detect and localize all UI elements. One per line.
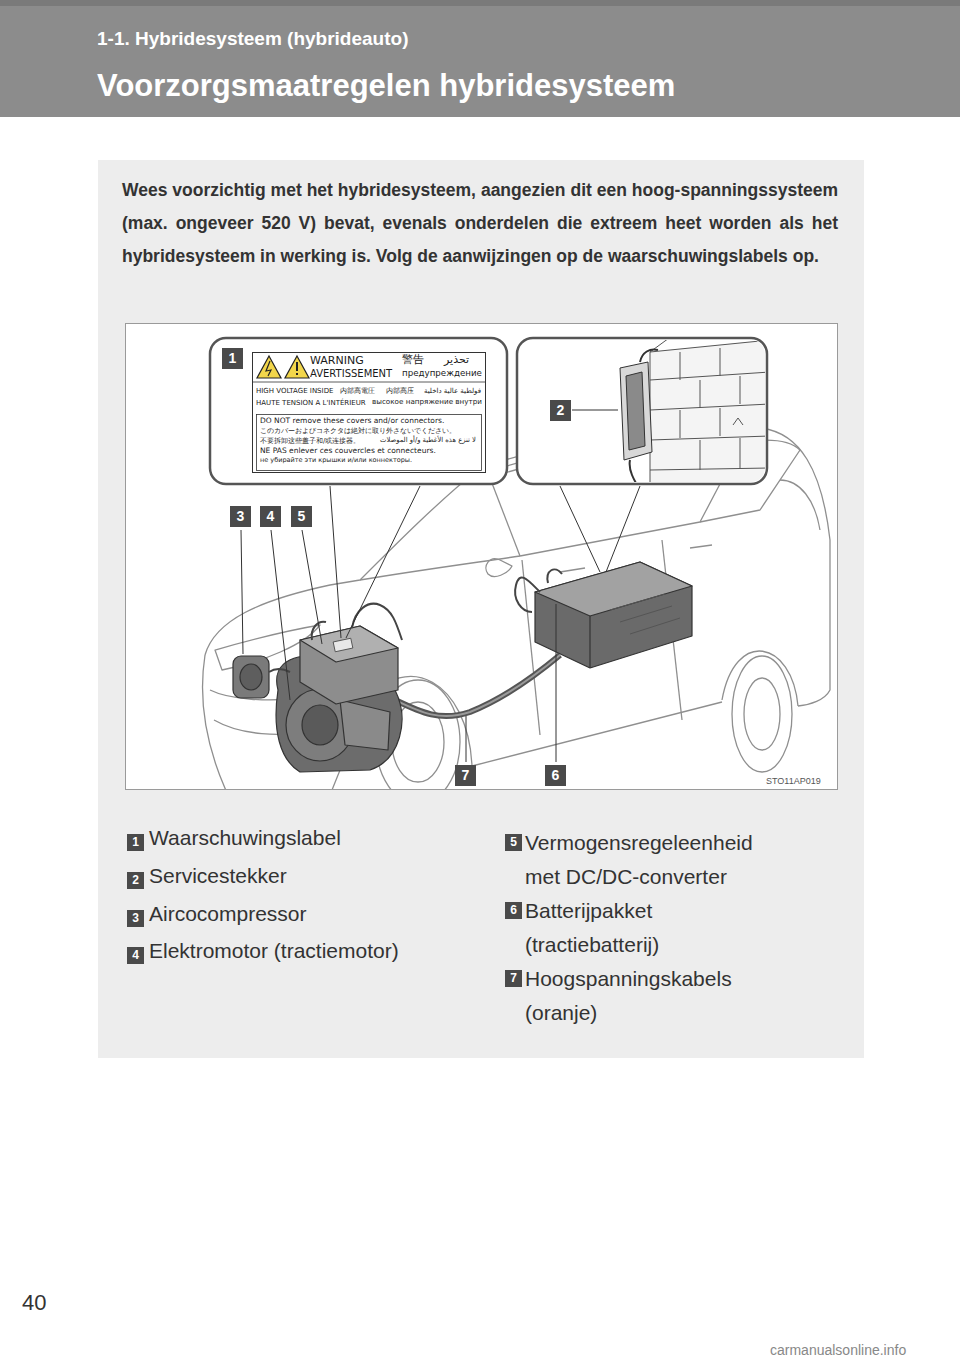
sticker-text: не убирайте эти крышки и/или коннекторы. xyxy=(260,457,412,464)
callout-number: 6 xyxy=(545,765,566,786)
callout-number: 5 xyxy=(291,506,312,527)
sticker-text: 内部高压 xyxy=(386,387,414,395)
sticker-text: فولطية عالية داخلية xyxy=(424,387,481,395)
callout-number: 3 xyxy=(230,506,251,527)
callout-number: 6 xyxy=(505,902,522,919)
part-name: Elektromotor (tractiemotor) xyxy=(149,939,399,963)
sticker-text: このカバーおよびコネクタは絶対に取り外さないでください。 xyxy=(260,427,456,435)
callout-number: 5 xyxy=(505,834,522,851)
sticker-text: 警告 xyxy=(402,354,424,367)
sticker-text: NE PAS enlever ces couvercles et connect… xyxy=(260,447,436,456)
page-number: 40 xyxy=(22,1290,46,1315)
warning-sticker: WARNING 警告 تحذير AVERTISSEMENT предупреждени… xyxy=(252,352,486,473)
part-name: Vermogensregeleenheid met DC/DC-converte… xyxy=(525,826,787,894)
sticker-text: HAUTE TENSION A L'INTÉRIEUR xyxy=(256,399,366,407)
callout-number: 4 xyxy=(127,947,144,964)
part-name: Servicestekker xyxy=(149,864,287,888)
part-name: Batterijpakket (tractiebatterij) xyxy=(525,894,787,962)
callout-number: 1 xyxy=(127,834,144,851)
sticker-text: предупреждение xyxy=(402,368,482,378)
part-name: Hoogspanningskabels (oranje) xyxy=(525,962,787,1030)
sticker-text: 内部高電圧 xyxy=(340,387,375,395)
section-title: 1-1. Hybridesysteem (hybrideauto) xyxy=(97,28,408,50)
intro-text: Wees voorzichtig met het hybridesysteem,… xyxy=(122,174,838,273)
sticker-text: تحذير xyxy=(444,354,469,367)
sticker-text: لا تنزع هذه الأغطية و/أو الموصلات xyxy=(380,437,476,445)
figure-code: STO11AP019 xyxy=(766,776,821,786)
callout-number: 2 xyxy=(127,872,144,889)
sticker-text: HIGH VOLTAGE INSIDE xyxy=(256,387,333,395)
callout-number: 2 xyxy=(550,400,571,421)
callout-number: 4 xyxy=(260,506,281,527)
header-band: 1-1. Hybridesysteem (hybrideauto) Voorzor… xyxy=(0,0,960,117)
watermark: carmanualsonline.info xyxy=(770,1342,906,1358)
sticker-text: 不要拆卸这些盖子和/或连接器。 xyxy=(260,437,360,445)
part-name: Waarschuwingslabel xyxy=(149,826,341,850)
callout-number: 3 xyxy=(127,910,144,927)
callout-number: 1 xyxy=(222,348,243,369)
sticker-text: DO NOT remove these covers and/or connec… xyxy=(260,417,444,426)
callout-number: 7 xyxy=(505,970,522,987)
callout-number: 7 xyxy=(455,765,476,786)
sticker-text: WARNING xyxy=(310,355,364,368)
part-name: Aircocompressor xyxy=(149,902,307,926)
page-title: Voorzorgsmaatregelen hybridesysteem xyxy=(97,68,675,104)
sticker-text: AVERTISSEMENT xyxy=(310,368,392,380)
sticker-text: высокое напряжение внутри xyxy=(372,398,482,406)
